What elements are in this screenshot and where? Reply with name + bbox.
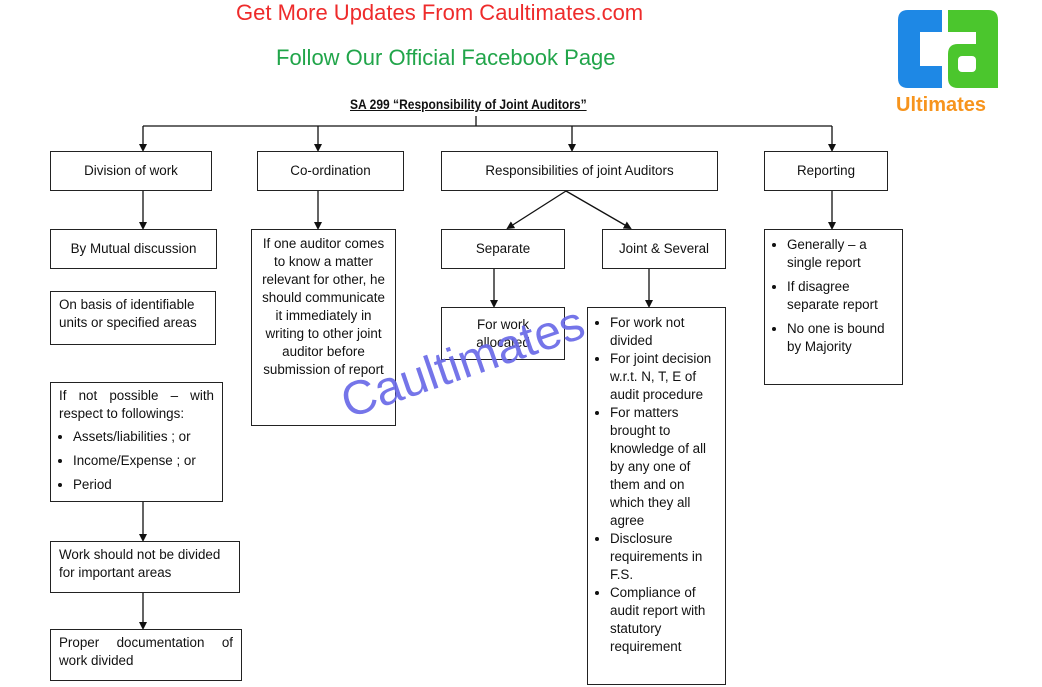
diagram-title: SA 299 “Responsibility of Joint Auditors… [350, 96, 587, 112]
work-allocated-box: For work allocated [441, 307, 565, 360]
ca-ultimates-logo [898, 10, 998, 88]
list-item: For joint decision w.r.t. N, T, E of aud… [610, 350, 717, 404]
separate-box: Separate [441, 229, 565, 269]
if-not-possible-text: If not possible – with respect to follow… [59, 388, 214, 421]
list-item: Disclosure requirements in F.S. [610, 530, 717, 584]
documentation-box: Proper documentation of work divided [50, 629, 242, 681]
list-item: If disagree separate report [787, 278, 894, 314]
list-item: For matters brought to knowledge of all … [610, 404, 717, 530]
if-not-possible-box: If not possible – with respect to follow… [50, 382, 223, 502]
list-item: Assets/liabilities ; or [73, 428, 214, 446]
list-item: Generally – a single report [787, 236, 894, 272]
list-item: Period [73, 476, 214, 494]
coordination-detail-box: If one auditor comes to know a matter re… [251, 229, 396, 426]
joint-several-box: Joint & Several [602, 229, 726, 269]
header-facebook-text: Follow Our Official Facebook Page [276, 45, 616, 70]
list-item: Compliance of audit report with statutor… [610, 584, 717, 656]
responsibilities-box: Responsibilities of joint Auditors [441, 151, 718, 191]
identifiable-units-box: On basis of identifiable units or specif… [50, 291, 216, 345]
mutual-discussion-box: By Mutual discussion [50, 229, 217, 269]
list-item: For work not divided [610, 314, 717, 350]
reporting-detail-box: Generally – a single report If disagree … [764, 229, 903, 385]
logo-ultimates-text: Ultimates [896, 94, 987, 116]
coordination-box: Co-ordination [257, 151, 404, 191]
not-divided-box: Work should not be divided for important… [50, 541, 240, 593]
list-item: Income/Expense ; or [73, 452, 214, 470]
joint-several-detail-box: For work not divided For joint decision … [587, 307, 726, 685]
list-item: No one is bound by Majority [787, 320, 894, 356]
header-updates-text: Get More Updates From Caultimates.com [236, 0, 644, 25]
reporting-box: Reporting [764, 151, 888, 191]
division-of-work-box: Division of work [50, 151, 212, 191]
